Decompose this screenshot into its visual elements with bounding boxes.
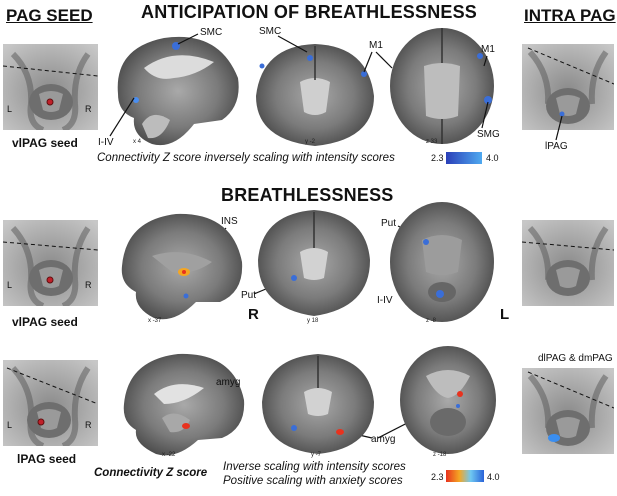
seed-image-top <box>3 44 98 130</box>
label-dlpag-dmpag: dlPAG & dmPAG <box>538 353 613 364</box>
coord-top-sagittal: x 4 <box>133 139 142 145</box>
section-title-anticipation: ANTICIPATION OF BREATHLESSNESS <box>141 2 478 22</box>
section-title-breathlessness: BREATHLESSNESS <box>221 185 394 205</box>
side-label-left: L <box>500 306 510 323</box>
scale-top-min: 2.3 <box>431 153 444 163</box>
label-amyg-coronal: amyg <box>371 434 396 445</box>
coord-middle-sagittal: x -37 <box>148 318 162 324</box>
coronal-slice-top <box>256 44 374 146</box>
label-lpag: lPAG <box>545 141 568 152</box>
caption-bottom-title: Connectivity Z score <box>94 467 208 479</box>
label-put-axial: Put <box>381 218 397 229</box>
coord-bottom-sagittal: x -22 <box>162 452 176 458</box>
axial-slice-bottom <box>400 346 496 454</box>
label-i-iv-middle: I-IV <box>377 295 393 306</box>
sagittal-slice-bottom <box>123 353 245 456</box>
intra-pag-image-bottom <box>522 368 614 454</box>
label-m1-axial: M1 <box>481 44 495 55</box>
seed-image-bottom <box>3 360 98 446</box>
right-marker-top: R <box>85 104 92 114</box>
coord-top-axial: z 33 <box>426 139 438 145</box>
coronal-slice-bottom <box>262 354 374 454</box>
coord-middle-axial: z -8 <box>426 318 437 324</box>
coord-bottom-axial: z -18 <box>433 452 447 458</box>
scale-top-max: 4.0 <box>486 153 499 163</box>
left-marker-top: L <box>7 104 13 114</box>
left-marker-middle: L <box>7 280 13 290</box>
scale-bottom-max: 4.0 <box>487 472 500 482</box>
seed-label-bottom: lPAG seed <box>17 452 77 466</box>
label-smg: SMG <box>477 129 500 140</box>
label-m1-coronal: M1 <box>369 40 383 51</box>
coord-middle-coronal: y 18 <box>307 318 319 324</box>
scale-bottom-min: 2.3 <box>431 472 444 482</box>
intra-pag-header: INTRA PAG <box>524 6 616 25</box>
label-smc-coronal: SMC <box>259 26 282 37</box>
colorbar-bottom <box>446 470 484 482</box>
label-ins: INS <box>221 216 238 227</box>
right-marker-middle: R <box>85 280 92 290</box>
coord-top-coronal: y -2 <box>305 139 316 145</box>
caption-bottom-line1: Inverse scaling with intensity scores <box>223 461 406 473</box>
caption-top: Connectivity Z score inversely scaling w… <box>97 152 395 164</box>
seed-image-middle <box>3 220 98 306</box>
coord-bottom-coronal: y -7 <box>311 452 322 458</box>
seed-label-middle: vlPAG seed <box>12 315 78 329</box>
sagittal-slice-middle <box>121 213 243 320</box>
colorbar-top <box>446 152 482 164</box>
caption-bottom-line2: Positive scaling with anxiety scores <box>223 475 403 487</box>
pag-seed-header: PAG SEED <box>6 6 93 25</box>
side-label-right: R <box>248 306 259 323</box>
intra-pag-image-middle <box>522 220 614 306</box>
axial-slice-middle <box>390 202 494 322</box>
seed-label-top: vlPAG seed <box>12 136 78 150</box>
right-marker-bottom: R <box>85 420 92 430</box>
left-marker-bottom: L <box>7 420 13 430</box>
label-put-coronal: Put <box>241 290 257 301</box>
intra-pag-image-top <box>522 44 614 130</box>
label-i-iv-top: I-IV <box>98 137 114 148</box>
coronal-slice-middle <box>258 210 370 316</box>
label-smc-sagittal: SMC <box>200 27 223 38</box>
axial-slice-top <box>390 28 494 144</box>
label-amyg-sagittal: amyg <box>216 377 241 388</box>
sagittal-slice-top <box>117 36 239 146</box>
